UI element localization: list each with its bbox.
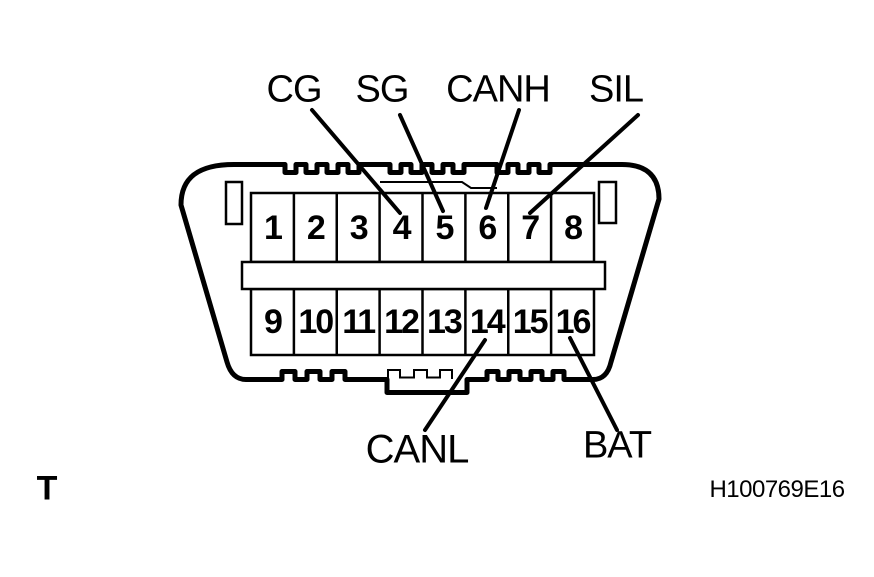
pin-cell-11: 11 — [342, 302, 376, 341]
pin-cell-16: 16 — [555, 302, 592, 341]
pin-cell-1: 1 — [263, 209, 283, 247]
callout-label-sg: SG — [355, 68, 410, 111]
figure-code: H100769E16 — [709, 476, 845, 503]
pin-cell-15: 15 — [512, 302, 549, 341]
callout-label-sil: SIL — [588, 68, 644, 111]
pin-cell-4: 4 — [392, 209, 412, 247]
pin-cell-10: 10 — [298, 302, 334, 341]
leader-line-sil-pin7 — [528, 113, 640, 215]
pin-cell-2: 2 — [306, 209, 326, 247]
pin-cell-3: 3 — [349, 209, 369, 247]
callout-label-canl: CANL — [365, 427, 470, 472]
pin-row-top-dividers — [292, 193, 553, 262]
inner-moulding-line — [380, 181, 497, 189]
latch-slot-left — [224, 180, 244, 226]
pin-cell-12: 12 — [384, 302, 420, 341]
callout-label-bat: BAT — [582, 424, 652, 467]
pin-cell-6: 6 — [478, 209, 497, 247]
leader-line-canl-pin14 — [423, 338, 487, 432]
pin-cell-7: 7 — [521, 209, 540, 247]
pin-cell-8: 8 — [564, 209, 583, 247]
center-tab-castellation — [387, 369, 453, 379]
leader-line-bat-pin16 — [568, 336, 619, 432]
pin-cell-13: 13 — [427, 302, 463, 341]
pin-cell-14: 14 — [469, 302, 506, 341]
connector-outline — [178, 162, 662, 395]
corner-mark-t: T — [36, 469, 58, 508]
callout-label-canh: CANH — [446, 68, 551, 111]
leader-line-sg-pin5 — [398, 113, 445, 213]
pin-cell-9: 9 — [263, 302, 283, 341]
pin-row-bottom-dividers — [292, 289, 553, 355]
leader-line-cg-pin4 — [310, 108, 402, 215]
callout-label-cg: CG — [266, 68, 323, 111]
leader-line-canh-pin6 — [484, 108, 521, 210]
center-key-bar — [240, 260, 607, 291]
latch-slot-right — [597, 180, 618, 225]
pin-cell-5: 5 — [435, 209, 454, 247]
